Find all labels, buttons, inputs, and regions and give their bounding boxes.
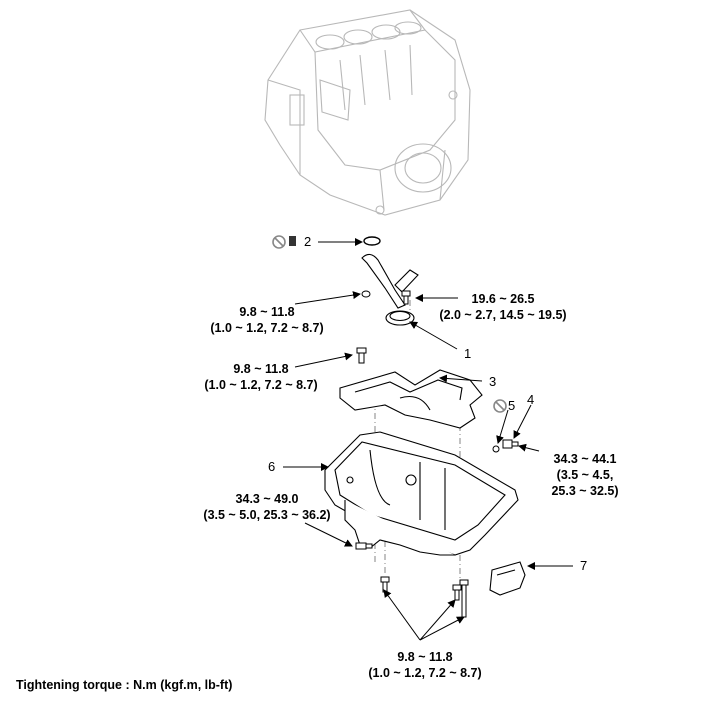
strainer-bolt bbox=[401, 290, 411, 305]
torque-nm: 9.8 ~ 11.8 bbox=[233, 362, 289, 376]
drain-gasket bbox=[492, 445, 500, 453]
torque-alt: (2.0 ~ 2.7, 14.5 ~ 19.5) bbox=[439, 308, 567, 322]
oil-strainer bbox=[361, 253, 419, 326]
baffle-plate bbox=[339, 369, 483, 429]
torque-drain-plug: 34.3 ~ 44.1 (3.5 ~ 4.5, 25.3 ~ 32.5) bbox=[530, 451, 640, 499]
strainer-bracket-nut bbox=[361, 290, 371, 298]
leader-lines bbox=[283, 238, 573, 641]
torque-nm: 9.8 ~ 11.8 bbox=[397, 650, 453, 664]
torque-pan-bolts: 9.8 ~ 11.8 (1.0 ~ 1.2, 7.2 ~ 8.7) bbox=[345, 649, 505, 681]
callout-7: 7 bbox=[580, 558, 588, 573]
no-reuse-icon-5 bbox=[493, 399, 507, 413]
drain-plug bbox=[502, 439, 519, 449]
pan-bottom-bolts bbox=[380, 576, 469, 618]
torque-nm: 9.8 ~ 11.8 bbox=[239, 305, 295, 319]
o-ring bbox=[363, 236, 381, 246]
torque-alt: (1.0 ~ 1.2, 7.2 ~ 8.7) bbox=[210, 321, 324, 335]
torque-baffle-bolt: 9.8 ~ 11.8 (1.0 ~ 1.2, 7.2 ~ 8.7) bbox=[186, 361, 336, 393]
torque-alt-2: 25.3 ~ 32.5) bbox=[551, 484, 619, 498]
tightening-torque-legend: Tightening torque : N.m (kgf.m, lb-ft) bbox=[16, 678, 233, 692]
torque-strainer-bolt: 19.6 ~ 26.5 (2.0 ~ 2.7, 14.5 ~ 19.5) bbox=[428, 291, 578, 323]
torque-alt: (3.5 ~ 5.0, 25.3 ~ 36.2) bbox=[203, 508, 331, 522]
callout-2: 2 bbox=[304, 234, 312, 249]
callout-3: 3 bbox=[489, 374, 497, 389]
no-reuse-icon bbox=[272, 235, 286, 249]
engine-block bbox=[264, 9, 471, 216]
torque-nm: 34.3 ~ 44.1 bbox=[553, 452, 617, 466]
callout-6: 6 bbox=[268, 459, 276, 474]
torque-strainer-bracket: 9.8 ~ 11.8 (1.0 ~ 1.2, 7.2 ~ 8.7) bbox=[192, 304, 342, 336]
torque-alt-1: (3.5 ~ 4.5, bbox=[556, 468, 614, 482]
baffle-bolt bbox=[356, 347, 367, 364]
callout-1: 1 bbox=[464, 346, 472, 361]
callout-5: 5 bbox=[508, 398, 516, 413]
torque-nm: 34.3 ~ 49.0 bbox=[235, 492, 299, 506]
torque-alt: (1.0 ~ 1.2, 7.2 ~ 8.7) bbox=[368, 666, 482, 680]
torque-pan-side: 34.3 ~ 49.0 (3.5 ~ 5.0, 25.3 ~ 36.2) bbox=[187, 491, 347, 523]
torque-nm: 19.6 ~ 26.5 bbox=[471, 292, 535, 306]
oil-pan bbox=[324, 431, 519, 556]
seal-icon bbox=[289, 236, 296, 246]
pan-cover bbox=[489, 561, 526, 596]
callout-4: 4 bbox=[527, 392, 535, 407]
pan-side-bolt bbox=[355, 542, 373, 550]
torque-alt: (1.0 ~ 1.2, 7.2 ~ 8.7) bbox=[204, 378, 318, 392]
